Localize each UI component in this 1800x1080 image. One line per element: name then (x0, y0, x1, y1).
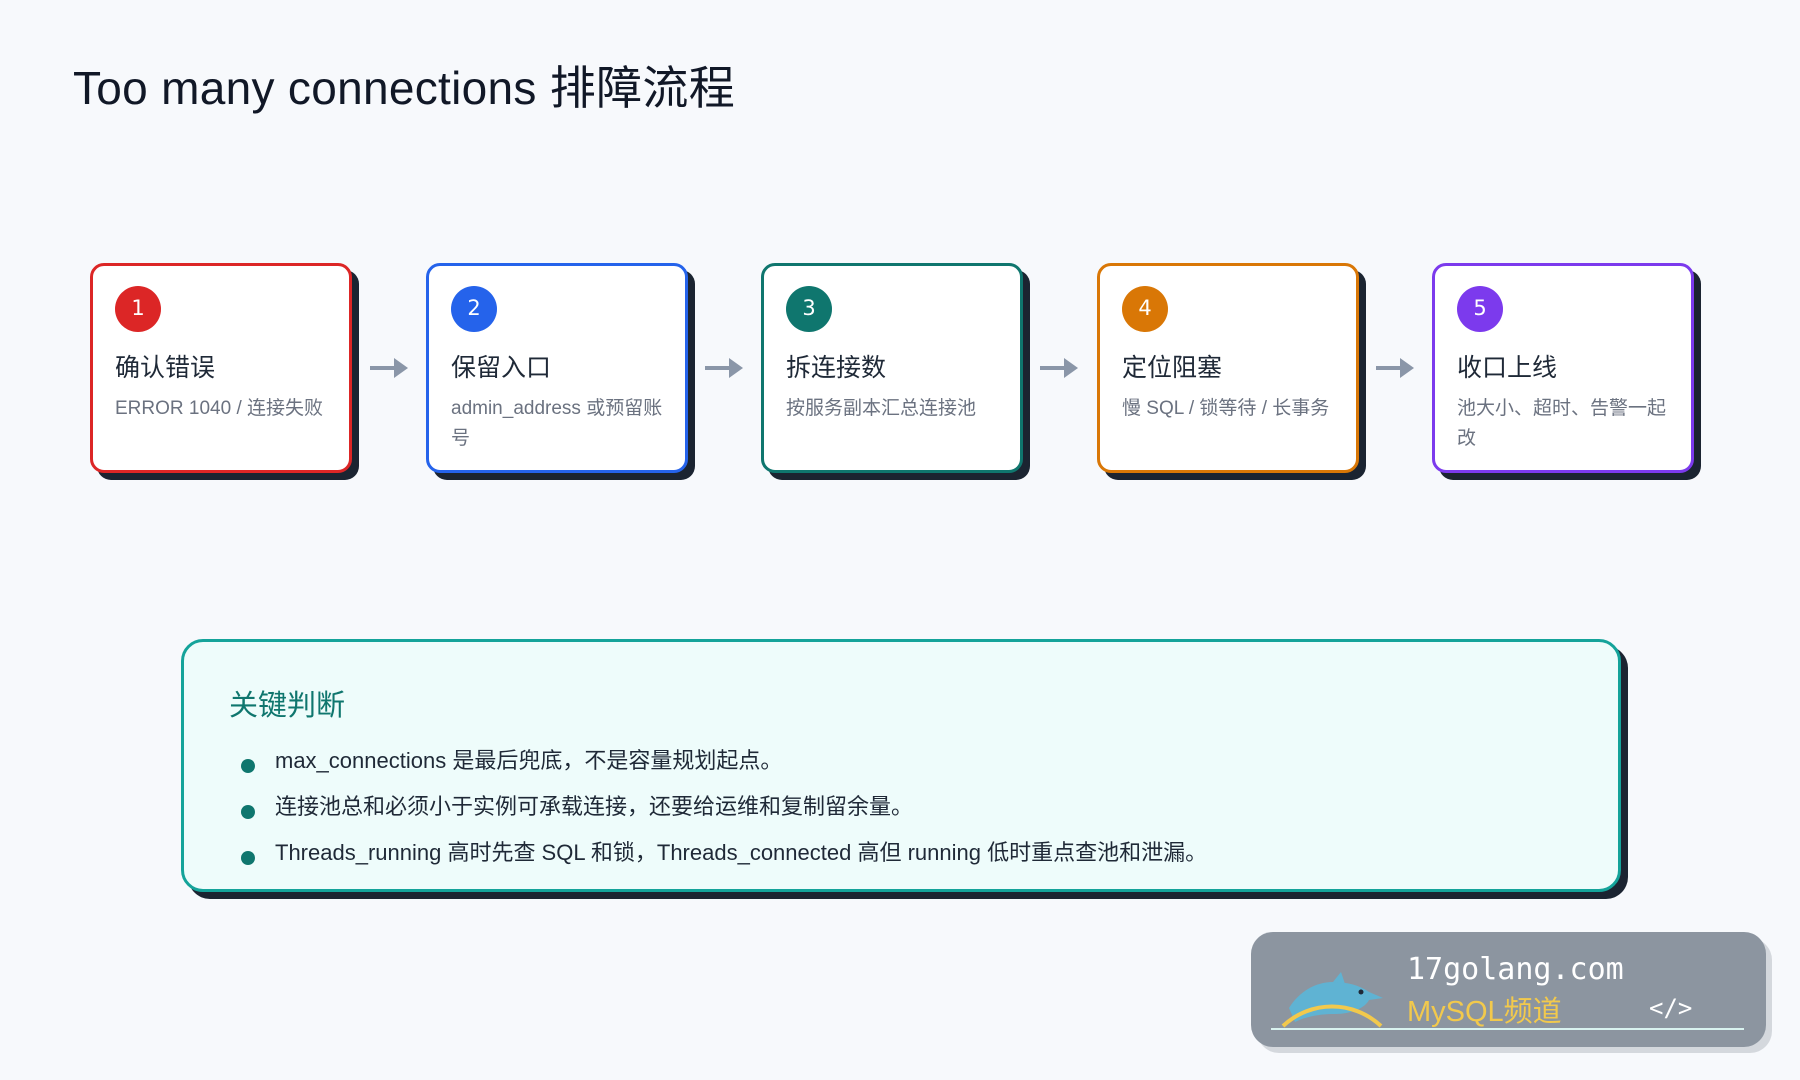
list-item: max_connections 是最后兜底，不是容量规划起点。 (229, 738, 1573, 784)
step-card-2: 2 保留入口 admin_address 或预留账号 (426, 263, 688, 473)
watermark-divider (1271, 1028, 1744, 1030)
step-title: 定位阻塞 (1122, 354, 1223, 382)
watermark-site: 17golang.com (1407, 952, 1624, 987)
arrow-right-icon (1040, 358, 1078, 378)
step-card-5: 5 收口上线 池大小、超时、告警一起改 (1432, 263, 1694, 473)
step-number-badge: 2 (451, 286, 497, 332)
step-title: 确认错误 (115, 354, 216, 382)
bullet-icon (241, 759, 255, 773)
step-title: 保留入口 (451, 354, 552, 382)
arrow-right-icon (705, 358, 743, 378)
step-number-badge: 5 (1457, 286, 1503, 332)
key-judgment-panel: 关键判断 max_connections 是最后兜底，不是容量规划起点。 连接池… (181, 639, 1621, 892)
watermark-channel: MySQL频道 (1407, 996, 1562, 1028)
code-icon: </> (1649, 994, 1693, 1022)
panel-title: 关键判断 (229, 690, 346, 722)
list-item-text: max_connections 是最后兜底，不是容量规划起点。 (275, 748, 783, 773)
step-card-1: 1 确认错误 ERROR 1040 / 连接失败 (90, 263, 352, 473)
dolphin-logo-icon (1281, 972, 1383, 1028)
step-description: 慢 SQL / 锁等待 / 长事务 (1122, 398, 1330, 419)
step-title: 收口上线 (1457, 354, 1558, 382)
page-title: Too many connections 排障流程 (73, 62, 735, 114)
step-number-badge: 4 (1122, 286, 1168, 332)
step-title: 拆连接数 (786, 354, 887, 382)
list-item: Threads_running 高时先查 SQL 和锁，Threads_conn… (229, 830, 1573, 876)
arrow-right-icon (1376, 358, 1414, 378)
step-card-3: 3 拆连接数 按服务副本汇总连接池 (761, 263, 1023, 473)
list-item-text: Threads_running 高时先查 SQL 和锁，Threads_conn… (275, 840, 1208, 865)
arrow-right-icon (370, 358, 408, 378)
list-item-text: 连接池总和必须小于实例可承载连接，还要给运维和复制留余量。 (275, 794, 914, 819)
bullet-icon (241, 851, 255, 865)
step-description: 池大小、超时、告警一起改 (1457, 398, 1667, 449)
step-card-4: 4 定位阻塞 慢 SQL / 锁等待 / 长事务 (1097, 263, 1359, 473)
judgment-list: max_connections 是最后兜底，不是容量规划起点。 连接池总和必须小… (229, 738, 1573, 876)
watermark-badge: 17golang.com MySQL频道 </> (1251, 932, 1766, 1047)
step-description: 按服务副本汇总连接池 (786, 398, 977, 419)
step-description: ERROR 1040 / 连接失败 (115, 398, 323, 419)
step-number-badge: 1 (115, 286, 161, 332)
list-item: 连接池总和必须小于实例可承载连接，还要给运维和复制留余量。 (229, 784, 1573, 830)
step-description: admin_address 或预留账号 (451, 398, 663, 449)
bullet-icon (241, 805, 255, 819)
step-number-badge: 3 (786, 286, 832, 332)
